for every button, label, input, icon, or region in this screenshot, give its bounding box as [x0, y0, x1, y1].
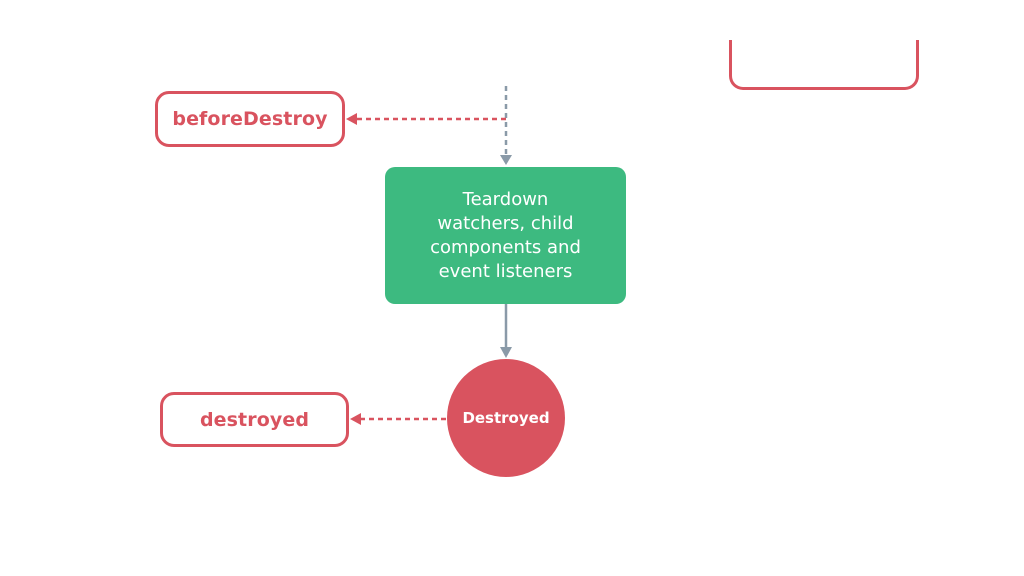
teardown-step: Teardown watchers, child components and … — [385, 167, 626, 304]
before-destroy-hook: beforeDestroy — [155, 91, 345, 147]
hook-arrowhead-destroyed — [350, 413, 361, 425]
before-destroy-label: beforeDestroy — [172, 108, 328, 130]
teardown-step-label: Teardown watchers, child components and … — [430, 188, 581, 282]
flow-arrowhead-into-destroyed — [500, 347, 512, 358]
partial-hook-box — [729, 40, 919, 90]
destroyed-label: destroyed — [199, 408, 310, 431]
destroyed-state-circle: Destroyed — [447, 359, 565, 477]
hook-arrowhead-before-destroy — [346, 113, 357, 125]
flow-arrowhead-into-teardown — [500, 155, 512, 165]
destroyed-hook: destroyed — [160, 392, 349, 447]
destroyed-state-label: Destroyed — [462, 409, 550, 427]
